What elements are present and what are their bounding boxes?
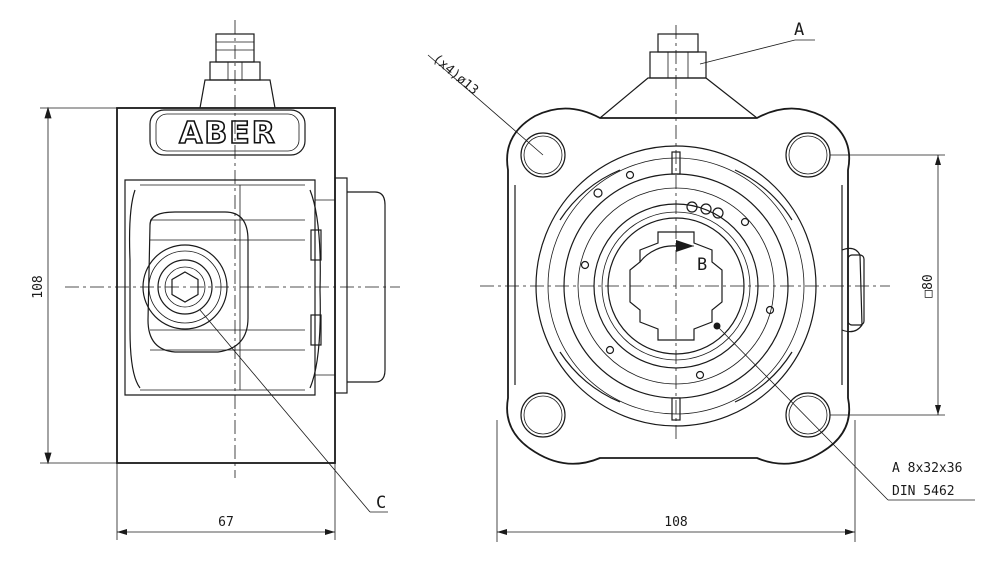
callout-c-label: C [376, 493, 386, 513]
square-dim-label: □80 [921, 274, 936, 297]
holes-label: (x4)ø13 [429, 52, 481, 99]
holes-leader [427, 54, 544, 156]
side-flange [334, 177, 348, 394]
callout-c-leader [199, 309, 371, 513]
bolt-holes [520, 132, 831, 438]
side-fitting-neck [199, 79, 276, 109]
callout-a-leader [699, 39, 796, 65]
spline-line-1: A 8x32x36 [892, 461, 962, 476]
front-fitting-nut [649, 51, 707, 79]
logo-plate [149, 109, 306, 156]
splined-bore [629, 231, 723, 341]
left-height-label: 108 [31, 275, 46, 298]
logo-text: ABER [179, 116, 277, 151]
hex-socket [171, 271, 199, 303]
rotary-head [147, 211, 249, 353]
side-view-body [116, 107, 336, 464]
front-view: B A (x4)ø13 □80 A 8x32x36 DIN 5462 108 [427, 20, 975, 542]
side-view: ABER 108 [31, 20, 400, 540]
right-width-label: 108 [664, 515, 687, 530]
left-width-label: 67 [218, 515, 234, 530]
front-flange [506, 107, 851, 465]
callout-b-label: B [697, 255, 707, 275]
spline-line-2: DIN 5462 [892, 484, 955, 499]
spline-leader [716, 325, 889, 501]
front-fitting-cone [599, 77, 758, 119]
side-housing [124, 179, 316, 396]
callout-a-label: A [794, 20, 804, 40]
